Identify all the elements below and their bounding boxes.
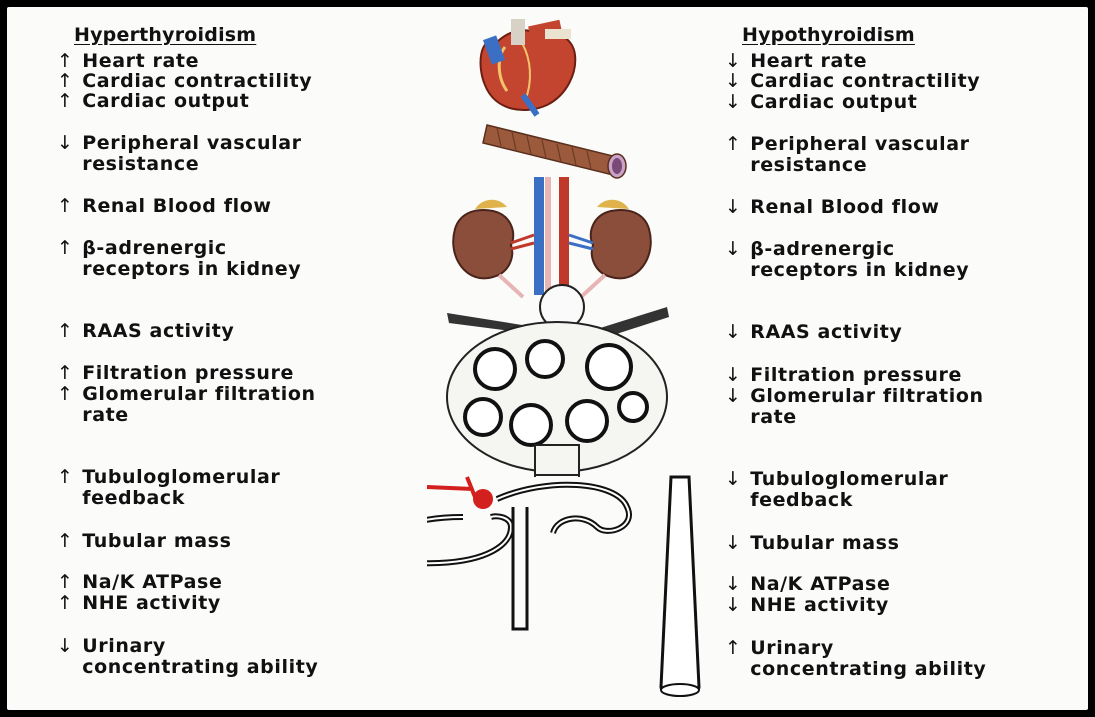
arrow-indicator: ↓ — [57, 636, 75, 657]
arrow-indicator: ↑ — [57, 91, 75, 112]
arrow-indicator: ↓ — [725, 92, 743, 113]
arrow-indicator: ↑ — [57, 531, 75, 552]
hyperthyroidism-column: Hyperthyroidism ↑ Heart rate ↑ Cardiac c… — [57, 7, 437, 710]
effect-label: Tubuloglomerular feedback — [82, 467, 280, 509]
effect-item: ↓ Tubuloglomerular feedback — [725, 469, 948, 511]
arrow-indicator: ↓ — [725, 71, 743, 92]
glomerulus-icon — [447, 285, 669, 477]
effect-item: ↑ Heart rate — [57, 51, 199, 72]
effect-item: ↑ RAAS activity — [57, 321, 234, 342]
arrow-indicator: ↓ — [725, 595, 743, 616]
arrow-indicator: ↑ — [57, 384, 75, 405]
hyperthyroidism-heading: Hyperthyroidism — [74, 24, 256, 46]
blood-vessel-icon — [483, 125, 626, 178]
arrow-indicator: ↓ — [725, 365, 743, 386]
arrow-indicator: ↓ — [725, 239, 743, 260]
effect-label: Cardiac contractility — [750, 71, 980, 92]
effect-item: ↓ Cardiac contractility — [725, 71, 980, 92]
arrow-indicator: ↓ — [725, 197, 743, 218]
effect-item: ↑ β-adrenergic receptors in kidney — [57, 238, 301, 280]
kidneys-icon — [453, 177, 651, 297]
effect-label: Na/K ATPase — [750, 574, 890, 595]
effect-item: ↑ Cardiac contractility — [57, 71, 312, 92]
effect-label: Tubuloglomerular feedback — [750, 469, 948, 511]
effect-label: Tubular mass — [82, 531, 231, 552]
arrow-indicator: ↓ — [725, 51, 743, 72]
arrow-indicator: ↓ — [725, 322, 743, 343]
arrow-indicator: ↑ — [57, 196, 75, 217]
effect-label: Peripheral vascular resistance — [82, 133, 301, 175]
arrow-indicator: ↑ — [57, 71, 75, 92]
effect-label: Heart rate — [82, 51, 199, 72]
anatomy-illustrations — [427, 7, 717, 710]
effect-item: ↓ Heart rate — [725, 51, 867, 72]
arrow-indicator: ↓ — [725, 386, 743, 407]
arrow-indicator: ↓ — [725, 469, 743, 490]
effect-item: ↓ Peripheral vascular resistance — [57, 133, 302, 175]
effect-label: Cardiac output — [750, 92, 917, 113]
effect-item: ↓ NHE activity — [725, 595, 889, 616]
effect-label: Filtration pressure — [82, 363, 294, 384]
effect-label: β-adrenergic receptors in kidney — [750, 239, 969, 281]
effect-label: Renal Blood flow — [82, 196, 271, 217]
effect-label: Urinary concentrating ability — [750, 638, 986, 680]
effect-label: Renal Blood flow — [750, 197, 939, 218]
hypothyroidism-column: Hypothyroidism ↓ Heart rate ↓ Cardiac co… — [725, 7, 1095, 710]
arrow-indicator: ↑ — [57, 572, 75, 593]
effect-item: ↓ Tubular mass — [725, 533, 900, 554]
effect-item: ↓ Urinary concentrating ability — [57, 636, 318, 678]
effect-item: ↑ Urinary concentrating ability — [725, 638, 986, 680]
effect-label: Glomerular filtration rate — [82, 384, 315, 426]
arrow-indicator: ↑ — [725, 638, 743, 659]
effect-item: ↑ Na/K ATPase — [57, 572, 222, 593]
effect-label: Cardiac contractility — [82, 71, 312, 92]
effect-label: Filtration pressure — [750, 365, 962, 386]
effect-label: RAAS activity — [82, 321, 234, 342]
arrow-indicator: ↑ — [57, 51, 75, 72]
arrow-indicator: ↓ — [725, 533, 743, 554]
arrow-indicator: ↑ — [57, 321, 75, 342]
effect-item: ↑ NHE activity — [57, 593, 221, 614]
effect-item: ↑ Glomerular filtration rate — [57, 384, 316, 426]
nephron-icon — [427, 477, 699, 696]
effect-label: RAAS activity — [750, 322, 902, 343]
effect-item: ↓ RAAS activity — [725, 322, 902, 343]
arrow-indicator: ↑ — [57, 238, 75, 259]
arrow-indicator: ↓ — [57, 133, 75, 154]
diagram-panel: Hyperthyroidism ↑ Heart rate ↑ Cardiac c… — [7, 7, 1088, 710]
arrow-indicator: ↑ — [57, 363, 75, 384]
effect-label: Urinary concentrating ability — [82, 636, 318, 678]
effect-item: ↓ Glomerular filtration rate — [725, 386, 984, 428]
effect-item: ↓ β-adrenergic receptors in kidney — [725, 239, 969, 281]
effect-item: ↓ Filtration pressure — [725, 365, 962, 386]
effect-label: β-adrenergic receptors in kidney — [82, 238, 301, 280]
effect-label: Heart rate — [750, 51, 867, 72]
effect-label: Tubular mass — [750, 533, 899, 554]
heart-icon — [481, 19, 576, 115]
hypothyroidism-heading: Hypothyroidism — [742, 24, 915, 46]
effect-item: ↑ Tubuloglomerular feedback — [57, 467, 280, 509]
effect-item: ↑ Tubular mass — [57, 531, 232, 552]
effect-item: ↓ Na/K ATPase — [725, 574, 890, 595]
effect-label: NHE activity — [82, 593, 221, 614]
effect-item: ↓ Renal Blood flow — [725, 197, 940, 218]
arrow-indicator: ↑ — [725, 134, 743, 155]
arrow-indicator: ↓ — [725, 574, 743, 595]
effect-item: ↑ Renal Blood flow — [57, 196, 272, 217]
effect-label: NHE activity — [750, 595, 889, 616]
effect-item: ↑ Filtration pressure — [57, 363, 294, 384]
effect-label: Na/K ATPase — [82, 572, 222, 593]
effect-item: ↑ Cardiac output — [57, 91, 249, 112]
effect-label: Glomerular filtration rate — [750, 386, 983, 428]
arrow-indicator: ↑ — [57, 593, 75, 614]
effect-item: ↓ Cardiac output — [725, 92, 917, 113]
effect-item: ↑ Peripheral vascular resistance — [725, 134, 970, 176]
effect-label: Peripheral vascular resistance — [750, 134, 969, 176]
arrow-indicator: ↑ — [57, 467, 75, 488]
effect-label: Cardiac output — [82, 91, 249, 112]
